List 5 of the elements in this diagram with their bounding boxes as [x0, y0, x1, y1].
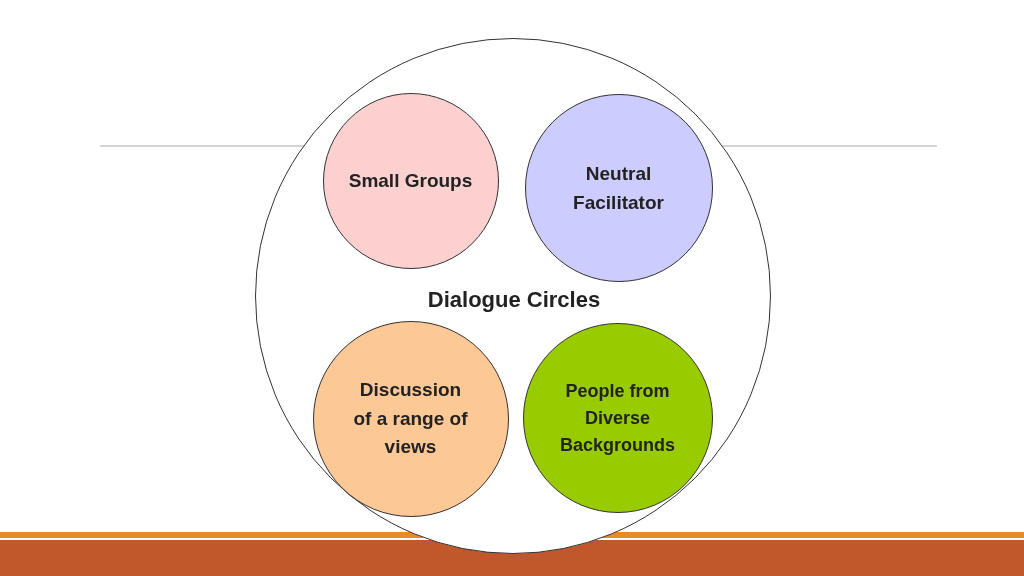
topic-label: Small Groups [347, 168, 474, 193]
topic-label: Neutral Facilitator [572, 161, 665, 214]
topic-label: People from Diverse Backgrounds [559, 379, 676, 457]
topic-label: Discussion of a range of views [352, 378, 469, 460]
circle-label: Dialogue Circles [426, 286, 602, 314]
